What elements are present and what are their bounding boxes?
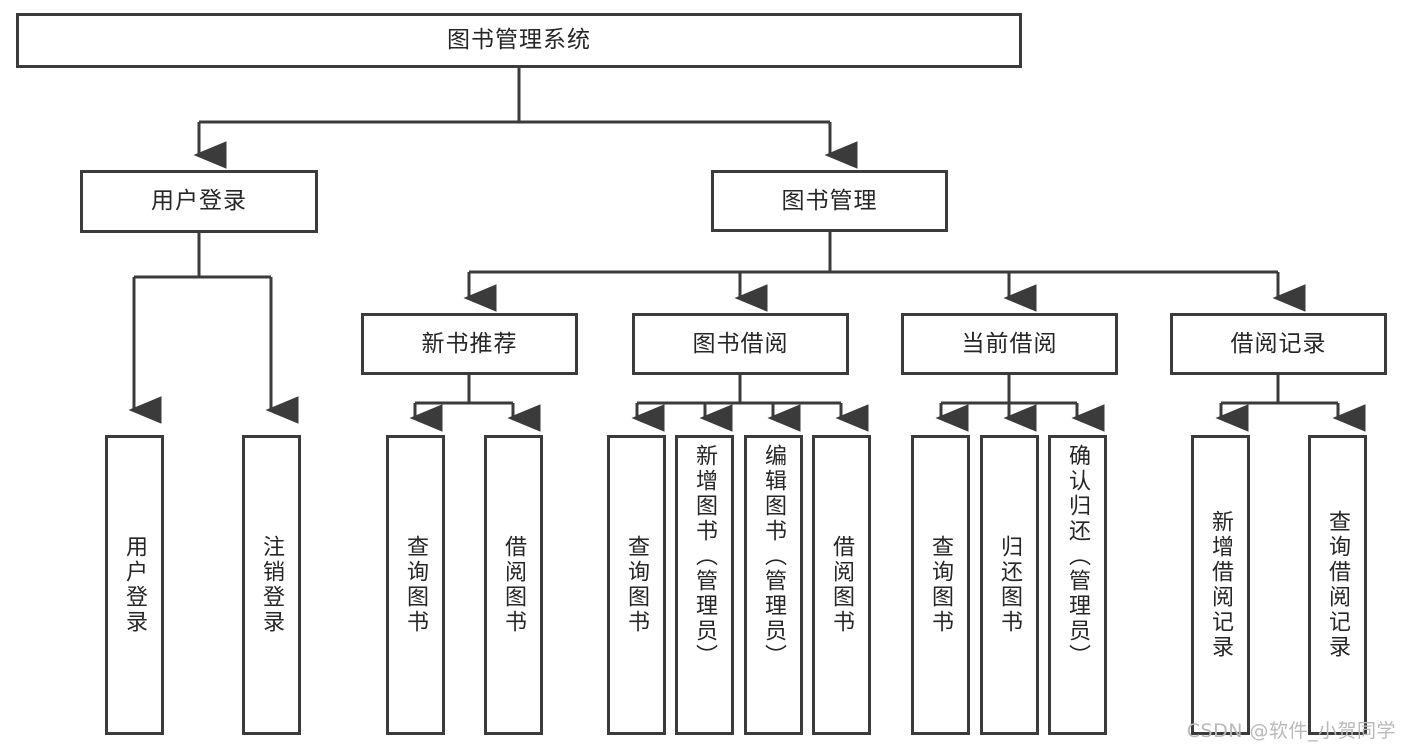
leaf-query-book-3-label: 查询图书: [928, 535, 954, 635]
leaf-query-book-1-label: 查询图书: [403, 535, 429, 635]
node-book-borrow[interactable]: 图书借阅: [632, 313, 849, 375]
leaf-logout-label: 注销登录: [259, 535, 285, 635]
leaf-edit-book-admin[interactable]: 编辑图书（管理员）: [744, 435, 803, 735]
leaf-borrow-book-2-label: 借阅图书: [829, 535, 855, 635]
watermark: CSDN @软件_小贺同学: [1186, 720, 1396, 742]
node-user-login-label: 用户登录: [151, 188, 247, 215]
leaf-add-book-admin-label: 新增图书（管理员）: [692, 444, 718, 669]
node-current-borrow[interactable]: 当前借阅: [901, 313, 1118, 375]
node-root-label: 图书管理系统: [447, 27, 591, 54]
leaf-query-book-1[interactable]: 查询图书: [386, 435, 445, 735]
leaf-return-book[interactable]: 归还图书: [980, 435, 1039, 735]
leaf-borrow-book-1[interactable]: 借阅图书: [484, 435, 543, 735]
node-book-management-label: 图书管理: [781, 187, 878, 214]
leaf-query-book-2-label: 查询图书: [624, 535, 650, 635]
leaf-return-book-label: 归还图书: [997, 535, 1023, 635]
node-root[interactable]: 图书管理系统: [16, 13, 1022, 68]
leaf-logout[interactable]: 注销登录: [242, 435, 301, 735]
node-book-borrow-label: 图书借阅: [692, 330, 789, 357]
node-user-login[interactable]: 用户登录: [80, 170, 318, 233]
node-borrow-record[interactable]: 借阅记录: [1170, 313, 1387, 375]
leaf-query-book-2[interactable]: 查询图书: [607, 435, 666, 735]
leaf-borrow-book-1-label: 借阅图书: [501, 535, 527, 635]
leaf-confirm-return-admin[interactable]: 确认归还（管理员）: [1048, 435, 1107, 735]
leaf-query-borrow-record[interactable]: 查询借阅记录: [1308, 435, 1367, 735]
leaf-user-login-label: 用户登录: [122, 535, 148, 635]
leaf-edit-book-admin-label: 编辑图书（管理员）: [761, 444, 787, 669]
node-borrow-record-label: 借阅记录: [1230, 330, 1327, 357]
node-new-book-recommend[interactable]: 新书推荐: [361, 313, 578, 375]
leaf-confirm-return-admin-label: 确认归还（管理员）: [1065, 444, 1091, 669]
node-book-management[interactable]: 图书管理: [711, 170, 948, 232]
leaf-query-borrow-record-label: 查询借阅记录: [1325, 510, 1351, 660]
leaf-user-login[interactable]: 用户登录: [105, 435, 164, 735]
leaf-add-borrow-record-label: 新增借阅记录: [1208, 510, 1234, 660]
leaf-borrow-book-2[interactable]: 借阅图书: [812, 435, 871, 735]
leaf-add-book-admin[interactable]: 新增图书（管理员）: [675, 435, 734, 735]
leaf-add-borrow-record[interactable]: 新增借阅记录: [1191, 435, 1250, 735]
node-current-borrow-label: 当前借阅: [961, 330, 1058, 357]
leaf-query-book-3[interactable]: 查询图书: [911, 435, 970, 735]
node-new-book-recommend-label: 新书推荐: [421, 330, 518, 357]
